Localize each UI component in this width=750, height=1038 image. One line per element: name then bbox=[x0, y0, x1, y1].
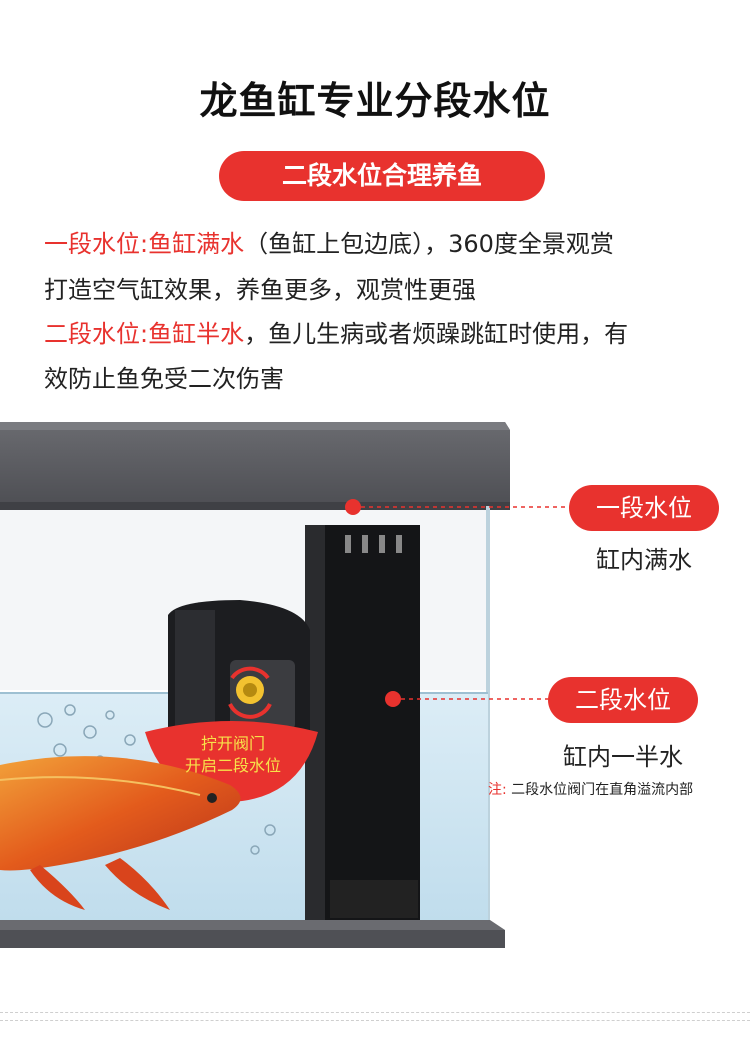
section-pill: 二段水位合理养鱼 bbox=[219, 151, 545, 201]
desc-line-1: 一段水位:鱼缸满水（鱼缸上包边底），360度全景观赏 bbox=[44, 222, 714, 266]
desc-line-3-highlight: 二段水位:鱼缸半水 bbox=[44, 320, 245, 348]
aquarium-illustration bbox=[0, 422, 568, 948]
overflow-box bbox=[305, 525, 420, 933]
tank-bottom-frame bbox=[0, 920, 505, 948]
bubbles bbox=[37, 704, 276, 855]
page-title: 龙鱼缸专业分段水位 bbox=[199, 79, 551, 123]
footnote-prefix: 注: bbox=[488, 782, 507, 798]
desc-line-2: 打造空气缸效果，养鱼更多，观赏性更强 bbox=[44, 276, 476, 304]
valve-callout: 拧开阀门 开启二段水位 bbox=[158, 733, 308, 777]
divider-line-2 bbox=[0, 1020, 750, 1021]
footnote: 注: 二段水位阀门在直角溢流内部 bbox=[488, 779, 693, 799]
level-2-indicator bbox=[385, 691, 548, 707]
level-1-indicator bbox=[345, 499, 568, 515]
divider-line-1 bbox=[0, 1012, 750, 1013]
level-2-badge: 二段水位 bbox=[548, 677, 698, 723]
desc-line-1-highlight: 一段水位:鱼缸满水 bbox=[44, 230, 245, 258]
level-1-subtitle: 缸内满水 bbox=[596, 546, 692, 574]
level-2-subtitle: 缸内一半水 bbox=[563, 743, 683, 771]
valve-callout-line-1: 拧开阀门 bbox=[200, 734, 265, 753]
level-1-badge: 一段水位 bbox=[569, 485, 719, 531]
valve-magnifier bbox=[145, 600, 318, 802]
desc-line-3-text: ，鱼儿生病或者烦躁跳缸时使用，有 bbox=[244, 320, 629, 348]
desc-line-4: 效防止鱼免受二次伤害 bbox=[44, 365, 284, 393]
valve-callout-line-2: 开启二段水位 bbox=[184, 756, 281, 775]
arowana-fish bbox=[0, 756, 241, 910]
desc-line-3: 二段水位:鱼缸半水，鱼儿生病或者烦躁跳缸时使用，有 bbox=[44, 312, 714, 356]
desc-line-1-text: （鱼缸上包边底），360度全景观赏 bbox=[244, 230, 614, 258]
tank-top-frame bbox=[0, 422, 510, 510]
footnote-text: 二段水位阀门在直角溢流内部 bbox=[511, 782, 694, 798]
